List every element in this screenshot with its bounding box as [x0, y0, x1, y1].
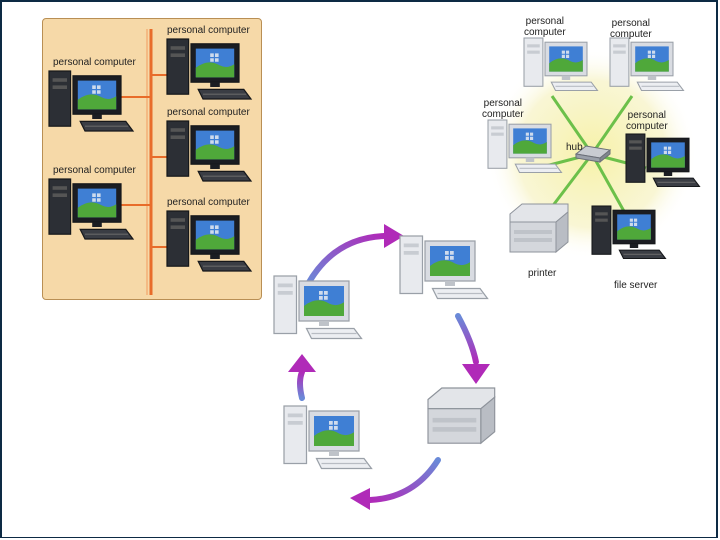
arrow-right-icon [384, 224, 404, 248]
personal-computer-icon [523, 37, 599, 92]
ring-link [305, 233, 387, 287]
hub-label: hub [566, 142, 583, 153]
ring-link [455, 313, 479, 365]
personal-computer-icon [625, 133, 701, 188]
printer-icon [427, 387, 496, 445]
pc-label: personal computer [53, 165, 136, 176]
ring-topology-graphic [273, 224, 496, 510]
personal-computer-icon [166, 120, 253, 182]
pc-label: personal computer [53, 57, 136, 68]
arrow-down-icon [462, 364, 490, 384]
file-server-label: file server [614, 280, 658, 291]
printer-label: printer [528, 268, 557, 279]
personal-computer-icon [399, 235, 489, 300]
pc-label: personal computer [167, 25, 250, 36]
personal-computer-icon [283, 405, 373, 470]
ring-link [297, 369, 305, 401]
personal-computer-icon [487, 119, 563, 174]
pc-label: personal computer [167, 107, 250, 118]
pc-label: personal computer [167, 197, 250, 208]
bus-topology-panel: personal computer personal computer pers… [42, 18, 262, 300]
personal-computer-icon [48, 70, 135, 132]
personal-computer-icon [609, 37, 685, 92]
personal-computer-icon [48, 178, 135, 240]
bus-topology-graphic [48, 29, 253, 295]
hub-icon [574, 145, 612, 164]
ring-topology-panel [262, 212, 512, 512]
ring-link [367, 457, 441, 503]
arrow-left-icon [350, 488, 370, 510]
star-topology-graphic [487, 37, 701, 260]
personal-computer-icon [591, 205, 667, 260]
printer-icon [509, 203, 569, 254]
personal-computer-icon [166, 38, 253, 100]
personal-computer-icon [166, 210, 253, 272]
personal-computer-icon [273, 275, 363, 340]
arrow-up-icon [288, 354, 316, 372]
